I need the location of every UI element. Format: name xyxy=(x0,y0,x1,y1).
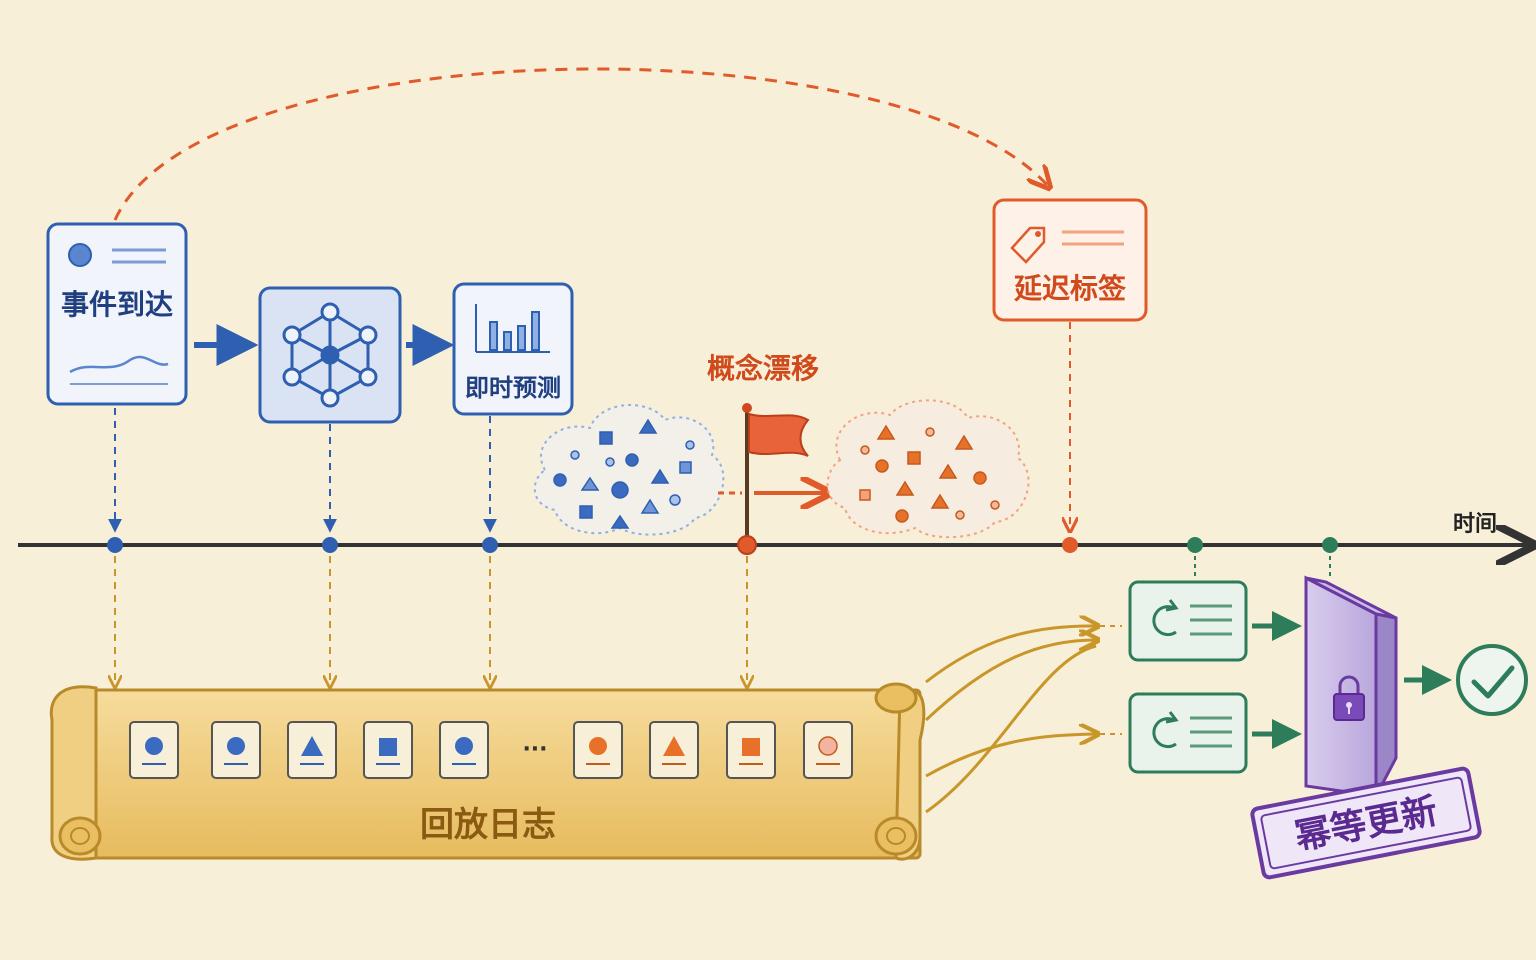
idempotent-gate xyxy=(1304,575,1398,798)
idempotent-update-stamp: 幂等更新 xyxy=(1250,766,1482,880)
flag-icon xyxy=(742,403,810,540)
log-drop-lines xyxy=(115,556,747,686)
lock-icon xyxy=(1333,675,1365,721)
log-entry-7 xyxy=(649,721,699,779)
network-graph-icon xyxy=(282,302,378,408)
time-axis-label: 时间 xyxy=(1453,512,1497,537)
delayed-label-label: 延迟标签 xyxy=(1013,272,1126,305)
check-circle-icon xyxy=(1456,644,1528,716)
log-entry-8 xyxy=(726,721,776,779)
refresh-icon xyxy=(1152,599,1179,637)
delayed-label-card: 延迟标签 xyxy=(992,198,1148,322)
log-entry-1 xyxy=(129,721,179,779)
event-drop-lines xyxy=(108,322,1070,530)
log-entries: ··· xyxy=(129,721,853,779)
replay-curves xyxy=(924,626,1096,814)
log-entry-5 xyxy=(439,721,489,779)
model-card xyxy=(258,286,402,424)
log-entry-3 xyxy=(287,721,337,779)
delayed-label-arc xyxy=(113,67,1048,221)
replay-log-label: 回放日志 xyxy=(420,805,556,845)
bar-chart-icon xyxy=(475,304,550,353)
log-ellipsis: ··· xyxy=(522,737,547,762)
retry-card-2 xyxy=(1128,692,1248,774)
log-entry-2 xyxy=(211,721,261,779)
event-arrival-label: 事件到达 xyxy=(61,288,173,321)
prediction-card: 即时预测 xyxy=(452,282,574,416)
refresh-icon xyxy=(1152,711,1179,749)
replay-curve-dashes xyxy=(1100,625,1122,735)
log-entry-9 xyxy=(803,721,853,779)
instant-prediction-label: 即时预测 xyxy=(465,374,561,402)
log-entry-6 xyxy=(573,721,623,779)
pre-drift-data-cloud xyxy=(533,404,725,536)
tag-icon xyxy=(1010,226,1046,264)
axis-points xyxy=(107,535,1338,555)
log-entry-4 xyxy=(363,721,413,779)
concept-drift-label: 概念漂移 xyxy=(707,352,819,385)
retry-card-1 xyxy=(1128,580,1248,662)
event-arrival-card: 事件到达 xyxy=(46,222,188,406)
post-drift-data-cloud xyxy=(826,399,1030,539)
